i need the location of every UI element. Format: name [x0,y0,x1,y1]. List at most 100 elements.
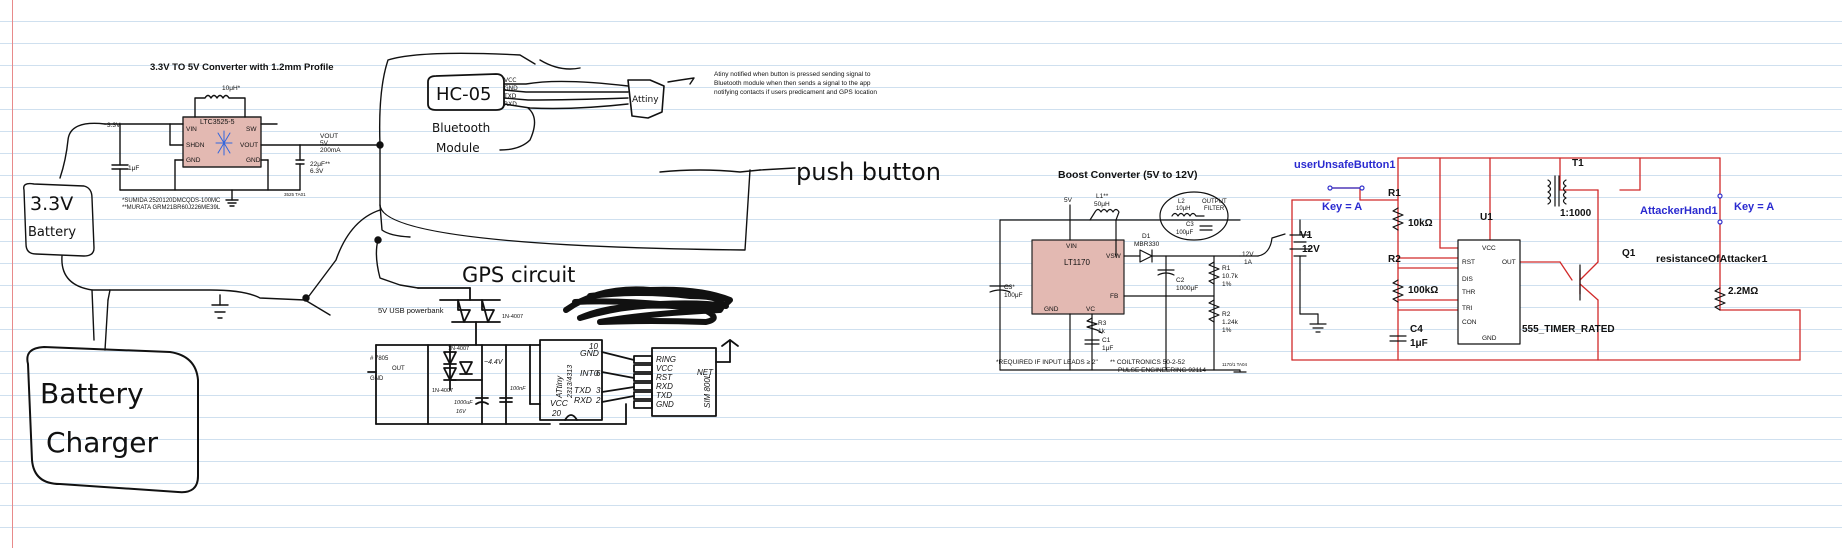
converter-vin-label: 3.3V [107,122,121,129]
timer-resistance: resistanceOfAttacker1 [1656,253,1768,265]
gps-pin-int0: INT0 [580,368,599,378]
converter-vout-spec1: 5V [320,140,329,147]
gps-cap2: 100nF [510,386,526,392]
timer-key-2: Key = A [1734,201,1774,213]
charger-label-1: Battery [40,377,144,410]
gps-pin-num-20: 20 [551,409,561,418]
hc05-pin-rxd: RXD [504,101,517,108]
boost-note3: PULSE ENGINEERING 92114 [1118,367,1206,374]
timer-c4v: 1μF [1410,338,1428,349]
boost-r1: R1 [1222,265,1231,272]
converter-ic-box [182,116,262,168]
battery-label-2: Battery [28,225,76,240]
timer-r2: R2 [1388,254,1401,265]
timer-name: 555_TIMER_RATED [1522,324,1615,335]
boost-r2: R2 [1222,311,1231,318]
bluetooth-label-1: Bluetooth [432,121,490,135]
sim-net: NET [697,368,714,377]
gps-chip: ATtiny [555,375,564,399]
charger-label-2: Charger [46,426,158,459]
sim-pin-rxd: RXD [656,382,673,391]
converter-title: 3.3V TO 5V Converter with 1.2mm Profile [150,62,334,73]
gps-pin-num-6: 6 [596,369,601,378]
boost-vsw: VSW [1106,253,1122,260]
timer-q1: Q1 [1622,248,1636,259]
timer-r1v: 10kΩ [1408,218,1433,229]
boost-c3starv: 100μF [1004,292,1023,299]
timer-key-1: Key = A [1322,201,1362,213]
gps-gnd: GND [370,376,384,382]
converter-note2: **MURATA GRM21BR60J226ME39L [122,205,221,211]
boost-r1t: 1% [1222,281,1232,288]
boost-vin: VIN [1066,243,1077,250]
gps-diode: 1N-4007 [502,314,523,320]
timer-pin-tri: TRI [1462,305,1473,312]
boost-c2: C2 [1176,277,1185,284]
timer-gnd: GND [1482,335,1497,342]
boost-fb: FB [1110,293,1118,300]
timer-pin-con: CON [1462,319,1477,326]
boost-r3v: 1k [1098,328,1106,335]
timer-u1: U1 [1480,212,1493,223]
boost-code: 1170/1 TA04 [1222,362,1248,367]
timer-vcc: VCC [1482,245,1496,252]
timer-r2v: 100kΩ [1408,285,1438,296]
timer-t1: T1 [1572,158,1584,169]
gps-out: OUT [392,366,405,372]
sim-pin-gnd: GND [656,400,674,409]
boost-outa: 1A [1244,259,1253,266]
boost-c3: C3 [1186,222,1194,228]
scribble-blackout [563,286,733,325]
converter-cap-out-v: 6.3V [310,168,324,175]
switch-symbols [1327,185,1723,225]
timer-pin-dis: DIS [1462,276,1474,283]
boost-in: 5V [1064,197,1073,204]
boost-d1: D1 [1142,233,1151,240]
annotation-line-1: Atiny notified when button is pressed se… [714,71,871,78]
gps-schematic [367,287,739,425]
converter-cap-in: 1μF [128,165,139,172]
timer-pin-thr: THR [1462,289,1476,296]
battery-label-1: 3.3V [30,193,73,215]
gps-powerbank: 5V USB powerbank [378,306,444,315]
boost-r3: R3 [1098,320,1107,327]
boost-c3v: 100μF [1176,230,1193,236]
hc05-label: HC-05 [436,84,492,105]
boost-r2v: 1.24k [1222,319,1239,326]
gps-diode-3: 1N-4007 [432,388,453,394]
hc05-pin-txd: TXD [503,93,517,100]
boost-l2: L2 [1178,199,1185,205]
gps-title: GPS circuit [462,263,575,287]
converter-ic: LTC3525-5 [200,119,235,126]
converter-gnd2: GND [246,157,261,164]
boost-l2v: 10μH [1176,206,1190,212]
gps-volt: ~4.4V [484,359,504,366]
timer-components [1289,175,1726,345]
annotation-line-3: notifying contacts if users predicament … [714,89,877,96]
converter-vout-spec2: 200mA [320,147,341,154]
timer-r1: R1 [1388,188,1401,199]
gps-pin-num-3: 3 [596,386,601,395]
timer-v1v: 12V [1302,244,1320,255]
sim-pin-rst: RST [656,373,673,382]
boost-filter-2: FILTER [1204,206,1225,212]
gps-reg: # 7805 [370,356,389,362]
gps-diode-2: 1N-4007 [448,346,469,352]
sim-pin-vcc: VCC [656,364,673,373]
boost-l1: L1** [1096,193,1109,200]
gps-cap1-v: 16V [456,409,467,415]
push-button-label: push button [796,158,941,186]
charger-box [26,346,199,494]
margin-line [12,0,13,548]
converter-shdn-pin: SHDN [186,142,205,149]
attiny-box [627,79,665,119]
sim-label: SIM 800L [703,374,712,408]
boost-out: 12V [1242,251,1254,258]
converter-inductor: 10μH* [222,85,241,92]
gps-pin-rxd: RXD [574,395,592,405]
boost-vc: VC [1086,306,1095,313]
boost-gnd: GND [1044,306,1059,313]
converter-note1: *SUMIDA 2520120DMCQDS-100MC [122,198,221,204]
